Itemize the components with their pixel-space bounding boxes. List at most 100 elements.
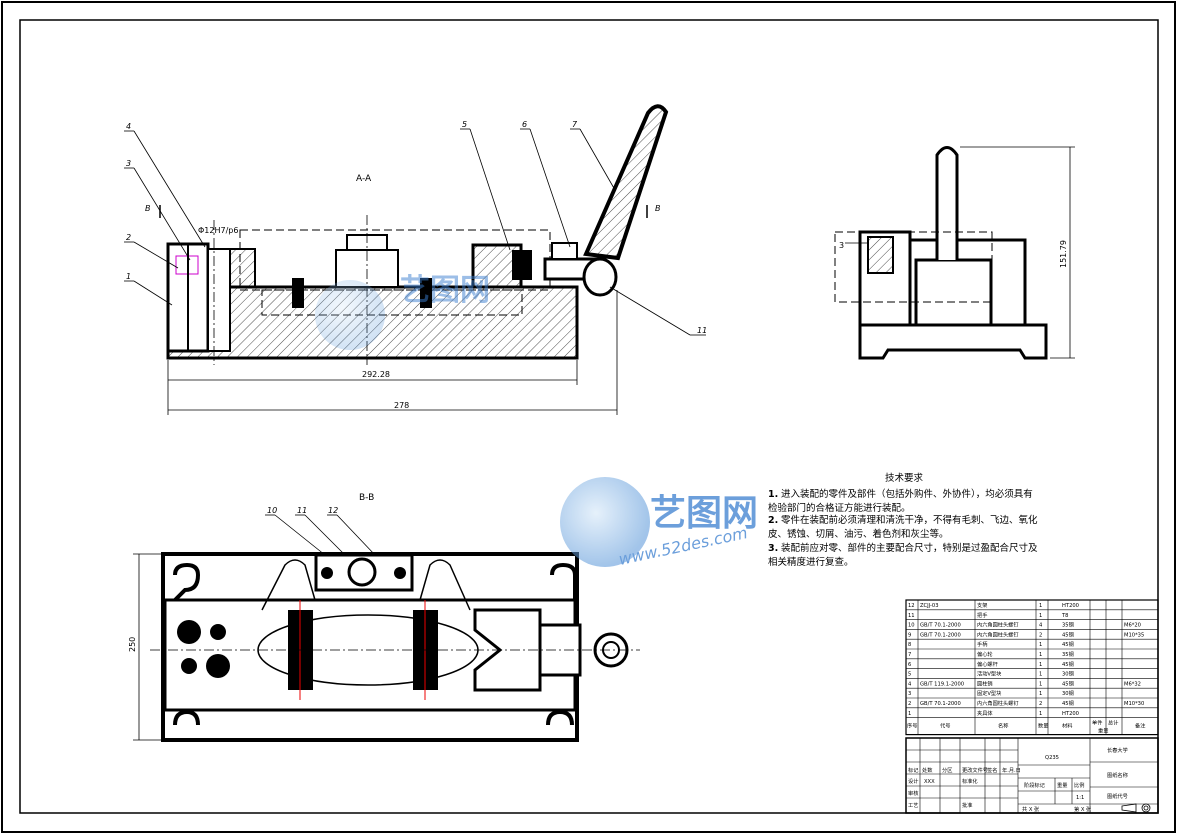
bom-row-code: GB/T 119.1-2000 [920,681,964,687]
zone-label: 分区 [942,766,952,774]
req-3-num: 3. [768,543,778,554]
approve-label: 批准 [962,801,972,809]
bom-row-material: 30钢 [1062,670,1074,678]
bom-header-qty: 数量 [1038,722,1048,730]
balloon-4: 4 [126,122,131,131]
handle [583,104,669,261]
top-section-view: B-B [128,493,640,742]
bom-row-material: 35钢 [1062,650,1074,658]
bom-row-name: 内六角圆柱头螺钉 [977,621,1019,629]
bom-header-no: 序号 [907,722,917,730]
standardize-label: 标准化 [962,777,978,785]
bom-row-no: 5 [908,672,911,678]
bom-row-code: ZCJJ-03 [920,603,939,609]
bom-row-qty: 2 [1039,701,1042,707]
count-label: 处数 [922,766,933,774]
bom-row-qty: 1 [1039,662,1042,668]
bom-row-name: 夹具体 [977,709,993,717]
balloon-10: 10 [267,506,277,515]
balloon-5: 5 [462,120,467,129]
bom-row-code: GB/T 70.1-2000 [920,701,961,707]
req-1-line-1: 进入装配的零件及部件（包括外购件、外协件），均必须具有 [781,488,1033,500]
balloon-12: 12 [328,506,338,515]
bom-row-name: 内六角圆柱头螺钉 [977,630,1019,638]
bom-row-qty: 4 [1039,623,1043,629]
bom-row-material: 45钢 [1062,679,1074,687]
inner-border [19,19,1159,814]
sheets-total: 共 X 张 [1022,805,1040,813]
bom-row-material: 45钢 [1062,660,1074,668]
base-plate [161,552,579,742]
req-1-num: 1. [768,489,778,500]
balloon-6: 6 [522,120,527,129]
req-2-line-2: 皮、锈蚀、切屑、油污、着色剂和灰尘等。 [768,528,949,540]
bom-row-qty: 1 [1039,672,1042,678]
design-label: 设计 [908,777,918,785]
dim-292: 292.28 [362,370,390,379]
watermark-brand: 艺图网 [650,493,758,534]
bom-header-total: 总计 [1108,719,1118,727]
bom-row-material: 45钢 [1062,630,1074,638]
bom-row-no: 7 [908,652,911,658]
date-label: 年.月.日 [1002,766,1021,774]
bom-row-note: M10*35 [1124,632,1144,638]
tech-requirements: 技术要求 1. 进入装配的零件及部件（包括外购件、外协件），均必须具有 检验部门… [768,472,1038,568]
bom-row-no: 8 [908,642,911,648]
bom-row-note: M10*30 [1124,701,1144,707]
bom-row-no: 6 [908,662,911,668]
bom-row-material: HT200 [1062,711,1079,717]
tech-heading: 技术要求 [885,472,924,484]
bom-row-name: 手柄 [977,640,987,648]
bom-row-name: 把手 [977,611,987,619]
stage-label: 阶段标记 [1024,781,1045,789]
bom-row-note: M6*20 [1124,623,1141,629]
bom-row-note: M6*32 [1124,681,1141,687]
dim-278: 278 [394,401,409,410]
bom-row-name: 支架 [977,601,987,609]
req-2-line-1: 零件在装配前必须清理和清洗干净，不得有毛刺、飞边、氧化 [781,514,1038,526]
balloon-11: 11 [697,326,707,335]
bom-row-name: 偏心轮 [977,650,993,658]
bom-row-material: 45钢 [1062,699,1074,707]
bom-row-no: 9 [908,632,911,638]
bom-row-name: 内六角圆柱头螺钉 [977,699,1019,707]
side-balloon-3: 3 [839,241,844,250]
title-block: Q235 长春大学 图纸名称 图纸代号 阶段标记 重量 比例 1:1 共 X 张… [905,737,1159,814]
bom-row-material: 45钢 [1062,640,1074,648]
fit-annotation: Φ12H7/p6 [198,226,238,235]
balloon-3: 3 [126,159,131,168]
drawing-no: 图纸代号 [1107,792,1128,800]
bom-header-code: 代号 [940,722,950,730]
req-1-line-2: 检验部门的合格证方能进行装配。 [768,502,911,514]
cut-mark-right: B [655,204,661,213]
bom-row-qty: 1 [1039,642,1042,648]
bom-row-name: 固定V型块 [977,689,1002,697]
balloon-2: 2 [126,233,131,242]
bom-row-no: 4 [908,681,912,687]
bom-row-qty: 1 [1039,681,1042,687]
side-view: 3 151.79 [834,146,1075,360]
cut-mark-left: B [145,204,151,213]
dim-151: 151.79 [1059,240,1068,268]
bom-row-name: 活动V型块 [977,670,1002,678]
sign-label: 签名 [987,766,997,774]
school-name: 长春大学 [1107,746,1128,754]
req-3-line-2: 相关精度进行复查。 [768,556,854,568]
bom-header-unit: 单件 [1092,719,1102,727]
scale-label: 比例 [1074,781,1084,789]
bom-header-weight: 重量 [1098,727,1108,735]
material-value: Q235 [1045,755,1059,761]
bom-row-material: T8 [1061,613,1068,619]
bom-row-qty: 1 [1039,711,1042,717]
req-2-num: 2. [768,515,778,526]
projection-symbol [1121,803,1151,813]
bom-row-no: 12 [908,603,915,609]
bom-row-no: 1 [908,711,911,717]
bom-row-name: 圆柱销 [977,679,993,687]
section-aa-label: A-A [356,174,372,184]
balloon-7: 7 [572,120,578,129]
